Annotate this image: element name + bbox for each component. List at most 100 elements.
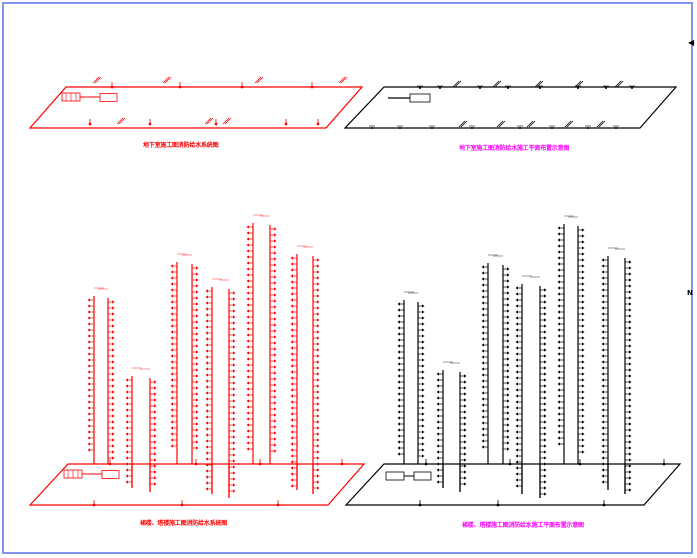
sprinkler-arrow-icon (515, 466, 518, 470)
sprinkler-arrow-icon (582, 300, 585, 304)
sprinkler-arrow-icon (481, 337, 484, 341)
sprinkler-arrow-icon (87, 358, 90, 362)
sprinkler-arrow-icon (582, 414, 585, 418)
sprinkler-arrow-icon (436, 390, 439, 394)
sprinkler-arrow-icon (233, 315, 236, 319)
sprinkler-arrow-icon (205, 361, 208, 365)
sprinkler-arrow-icon (557, 334, 560, 338)
sprinkler-arrow-icon (125, 456, 128, 460)
sprinkler-arrow-icon (317, 264, 320, 268)
sprinkler-arrow-icon (601, 426, 604, 430)
sprinkler-arrow-icon (481, 349, 484, 353)
sprinkler-arrow-icon (290, 418, 293, 422)
sprinkler-arrow-icon (205, 337, 208, 341)
sprinkler-arrow-icon (582, 390, 585, 394)
sprinkler-arrow-icon (274, 341, 277, 345)
sprinkler-arrow-icon (290, 334, 293, 338)
sprinkler-arrow-icon (422, 304, 425, 308)
sprinkler-arrow-icon (125, 468, 128, 472)
sprinkler-arrow-icon (87, 352, 90, 356)
sprinkler-arrow-icon (154, 398, 157, 402)
sprinkler-arrow-icon (544, 342, 547, 346)
sprinkler-arrow-icon (125, 432, 128, 436)
sprinkler-arrow-icon (154, 446, 157, 450)
sprinkler-arrow-icon (274, 425, 277, 429)
sprinkler-arrow-icon (87, 334, 90, 338)
sprinkler-arrow-icon (481, 313, 484, 317)
sprinkler-arrow-icon (112, 318, 115, 322)
sprinkler-arrow-icon (515, 292, 518, 296)
sprinkler-arrow-icon (544, 312, 547, 316)
sprinkler-arrow-icon (112, 336, 115, 340)
sprinkler-arrow-icon (515, 460, 518, 464)
sprinkler-arrow-icon (317, 420, 320, 424)
pump-unit-icon (385, 471, 405, 481)
sprinkler-arrow-icon (246, 399, 249, 403)
sprinkler-arrow-icon (125, 474, 128, 478)
sprinkler-arrow-icon (544, 426, 547, 430)
sprinkler-arrow-icon (205, 373, 208, 377)
sprinkler-arrow-icon (507, 429, 510, 433)
sprinkler-arrow-icon (464, 392, 467, 396)
sprinkler-arrow-icon (464, 452, 467, 456)
sprinkler-arrow-icon (246, 285, 249, 289)
sprinkler-arrow-icon (317, 390, 320, 394)
sprinkler-arrow-icon (274, 359, 277, 363)
sprinkler-arrow-icon (196, 362, 199, 366)
sprinkler-arrow-icon (464, 458, 467, 462)
sprinkler-arrow-icon (629, 320, 632, 324)
hanger-dot-icon (577, 87, 579, 89)
sprinkler-arrow-icon (601, 366, 604, 370)
sprinkler-arrow-icon (601, 258, 604, 262)
sprinkler-arrow-icon (582, 420, 585, 424)
sprinkler-arrow-icon (582, 372, 585, 376)
sprinkler-arrow-icon (290, 262, 293, 266)
sprinkler-arrow-icon (246, 279, 249, 283)
valve-mark-icon (222, 117, 230, 125)
sprinkler-arrow-icon (246, 303, 249, 307)
sprinkler-arrow-icon (507, 309, 510, 313)
sprinkler-arrow-icon (290, 388, 293, 392)
sprinkler-arrow-icon (170, 342, 173, 346)
sprinkler-arrow-icon (544, 450, 547, 454)
sprinkler-arrow-icon (582, 294, 585, 298)
caption-bottom-left: 裙楼、塔楼施工图消防给水系统图 (140, 520, 228, 527)
sprinkler-arrow-icon (507, 333, 510, 337)
sprinkler-arrow-icon (233, 291, 236, 295)
sprinkler-arrow-icon (507, 411, 510, 415)
sprinkler-arrow-icon (464, 446, 467, 450)
sprinkler-arrow-icon (629, 350, 632, 354)
sprinkler-arrow-icon (274, 383, 277, 387)
sprinkler-arrow-icon (196, 398, 199, 402)
valve-mark-icon (526, 120, 534, 128)
sprinkler-arrow-icon (515, 412, 518, 416)
sprinkler-arrow-icon (205, 331, 208, 335)
sprinkler-arrow-icon (422, 448, 425, 452)
sprinkler-arrow-icon (205, 469, 208, 473)
sprinkler-arrow-icon (629, 422, 632, 426)
sprinkler-arrow-icon (507, 405, 510, 409)
sprinkler-arrow-icon (544, 432, 547, 436)
sprinkler-arrow-icon (112, 402, 115, 406)
sprinkler-arrow-icon (290, 424, 293, 428)
sprinkler-arrow-icon (601, 300, 604, 304)
sprinkler-arrow-icon (196, 410, 199, 414)
sprinkler-arrow-icon (515, 400, 518, 404)
sprinkler-arrow-icon (557, 262, 560, 266)
sprinkler-arrow-icon (507, 381, 510, 385)
sprinkler-arrow-icon (464, 470, 467, 474)
hanger-dot-icon (615, 127, 617, 129)
sprinkler-arrow-icon (246, 411, 249, 415)
sprinkler-arrow-icon (112, 444, 115, 448)
sprinkler-arrow-icon (422, 346, 425, 350)
sprinkler-arrow-icon (544, 492, 547, 496)
sprinkler-arrow-icon (290, 394, 293, 398)
sprinkler-arrow-icon (436, 396, 439, 400)
sprinkler-arrow-icon (464, 482, 467, 486)
sprinkler-arrow-icon (582, 384, 585, 388)
sprinkler-arrow-icon (170, 288, 173, 292)
sprinkler-arrow-icon (507, 273, 510, 277)
right-edge-arrow-icon: ◀ (688, 38, 695, 47)
valve-mark-icon (574, 80, 582, 88)
valve-mark-icon (254, 76, 262, 84)
